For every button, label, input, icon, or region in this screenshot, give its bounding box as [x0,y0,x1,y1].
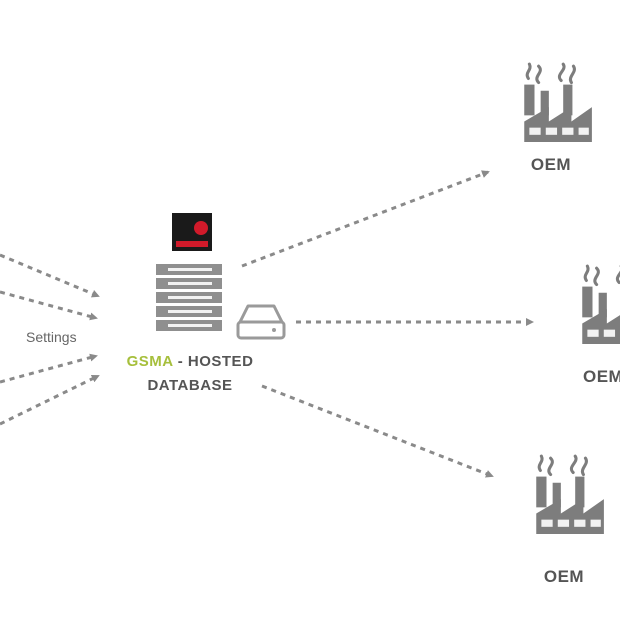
hub-label-hosted: HOSTED [188,353,254,370]
settings-label: Settings [26,329,77,345]
oem-label-bottom: OEM [544,567,584,586]
gsma-brand-text: GSMA [127,353,174,370]
oem-label-middle: OEM [583,367,620,386]
oem-node-top: OEM [522,62,594,174]
factory-icon [580,264,620,344]
factory-icon [534,454,606,534]
incoming-arrow-1 [0,253,100,298]
outgoing-arrows [241,170,534,478]
oem-label-top: OEM [531,155,571,174]
gsma-logo-icon [172,213,212,251]
hub-label-line2: DATABASE [147,377,232,394]
hard-drive-icon [236,304,286,340]
oem-node-middle: OEM [580,264,620,386]
incoming-arrow-2 [0,290,98,321]
hub-label-separator: - [173,353,188,370]
outgoing-arrow-top [241,170,490,268]
incoming-arrows [0,253,100,426]
server-rack-icon [156,264,222,331]
factory-icon [522,62,594,142]
hub-label-line1: GSMA - HOSTED [127,353,254,370]
incoming-arrow-3 [0,353,98,384]
oem-node-bottom: OEM [534,454,606,586]
incoming-arrow-4 [0,374,100,426]
outgoing-arrow-bottom [261,384,494,478]
